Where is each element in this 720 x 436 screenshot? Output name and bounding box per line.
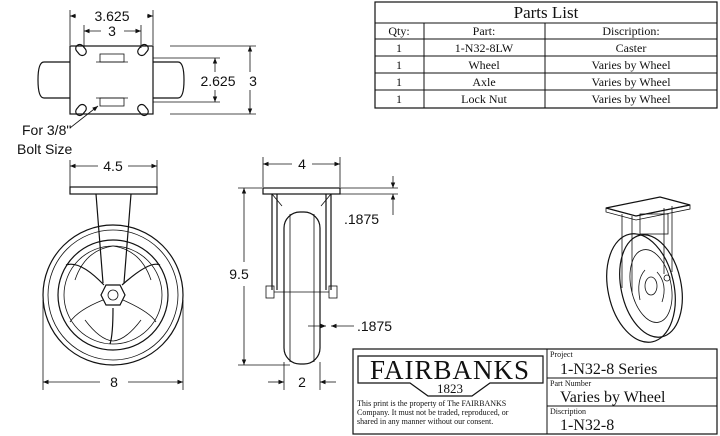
row-4-part: Lock Nut: [461, 92, 507, 106]
side-view: 4 .1875 9.5 .1875 2: [229, 156, 398, 390]
fairbanks-logo: FAIRBANKS 1823: [357, 355, 544, 397]
row-1-part: 1-N32-8LW: [455, 41, 514, 55]
header-qty: Qty:: [388, 24, 409, 38]
dim-front-plate: 4.5: [103, 158, 123, 174]
row-4-qty: 1: [396, 92, 402, 106]
title-block: FAIRBANKS 1823 This print is the propert…: [352, 348, 718, 435]
dim-side-plate: 4: [298, 156, 306, 172]
dim-side-leg-thickness: .1875: [357, 318, 392, 334]
row-4-desc: Varies by Wheel: [591, 92, 671, 106]
dim-side-plate-thickness: .1875: [344, 211, 379, 227]
notice-line-3: shared in any manner without our consent…: [357, 417, 493, 426]
description-value: 1-N32-8: [560, 417, 614, 434]
brand-name: FAIRBANKS: [370, 355, 530, 385]
row-1-qty: 1: [396, 41, 402, 55]
dim-top-height-outer: 3: [249, 73, 257, 89]
row-3-desc: Varies by Wheel: [591, 75, 671, 89]
project-label: Project: [550, 350, 573, 359]
project-value: 1-N32-8 Series: [560, 361, 657, 378]
row-2-part: Wheel: [468, 58, 500, 72]
bolt-note-line1: For 3/8": [22, 122, 71, 138]
part-number-label: Part Number: [550, 379, 591, 388]
row-3-part: Axle: [472, 75, 495, 89]
row-3-qty: 1: [396, 75, 402, 89]
parts-list-table: Parts List Qty: Part: Discription: 1 1-N…: [374, 1, 718, 109]
dim-side-wheel-width: 2: [298, 374, 306, 390]
row-2-qty: 1: [396, 58, 402, 72]
notice-line-1: This print is the property of The FAIRBA…: [357, 399, 506, 408]
header-part: Part:: [473, 24, 496, 38]
bolt-note-line2: Bolt Size: [17, 141, 72, 157]
bolt-slot-icon: [75, 43, 149, 117]
dim-top-height-inner: 2.625: [200, 73, 235, 89]
top-view: 3.625 3 2.625 3 For 3/8": [17, 8, 257, 157]
description-label: Discription: [550, 407, 586, 416]
row-2-desc: Varies by Wheel: [591, 58, 671, 72]
part-number-value: Varies by Wheel: [560, 389, 666, 406]
notice-line-2: Company. It must not be traded, reproduc…: [357, 408, 509, 417]
dim-top-inner: 3: [108, 23, 116, 39]
parts-list-title: Parts List: [514, 3, 579, 22]
row-1-desc: Caster: [616, 41, 647, 55]
dim-front-diameter: 8: [110, 374, 118, 390]
front-view: 4.5 8: [42, 158, 184, 390]
dim-top-outer: 3.625: [94, 8, 129, 24]
isometric-view: [605, 196, 691, 343]
brand-year: 1823: [437, 381, 463, 396]
dim-side-height: 9.5: [229, 266, 249, 282]
header-description: Discription:: [602, 24, 659, 38]
